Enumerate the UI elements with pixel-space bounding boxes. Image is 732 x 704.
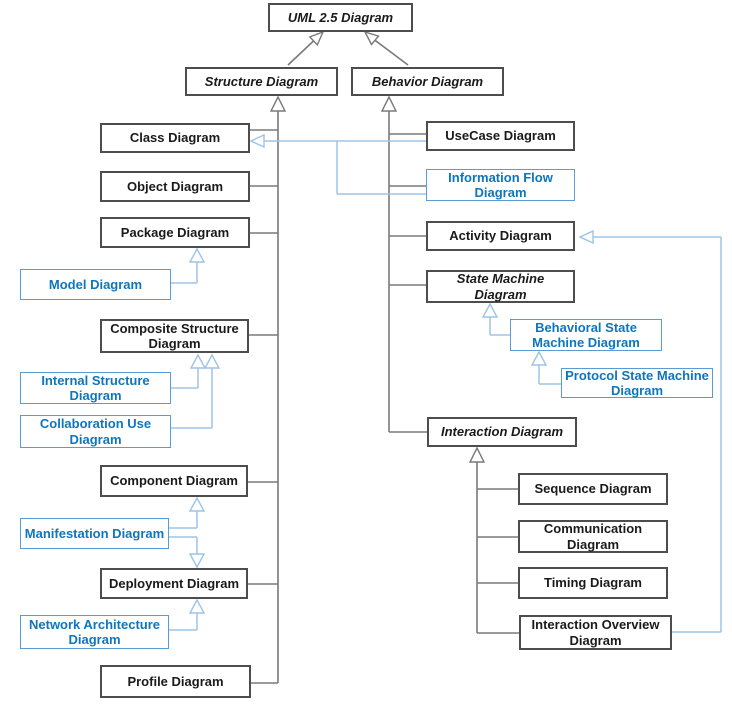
edge-structure-children-trunk bbox=[248, 95, 287, 684]
edge-network-to-deployment bbox=[169, 598, 206, 631]
node-interaction-overview-diagram: Interaction Overview Diagram bbox=[519, 615, 672, 650]
node-sequence-diagram: Sequence Diagram bbox=[518, 473, 668, 505]
node-state-machine-diagram: State Machine Diagram bbox=[426, 270, 575, 303]
node-interaction-diagram: Interaction Diagram bbox=[427, 417, 577, 447]
node-package-diagram: Package Diagram bbox=[100, 217, 250, 248]
edge-manifestation-to-deployment bbox=[169, 536, 206, 569]
node-network-architecture-diagram: Network Architecture Diagram bbox=[20, 615, 169, 649]
edge-internal-to-composite bbox=[171, 353, 207, 389]
node-model-diagram: Model Diagram bbox=[20, 269, 171, 300]
node-manifestation-diagram: Manifestation Diagram bbox=[20, 518, 169, 549]
node-protocol-state-machine-diagram: Protocol State Machine Diagram bbox=[561, 368, 713, 398]
edge-collaboration-to-composite bbox=[171, 353, 221, 429]
node-activity-diagram: Activity Diagram bbox=[426, 221, 575, 251]
edge-behavior-to-root bbox=[363, 30, 409, 66]
node-composite-structure-diagram: Composite Structure Diagram bbox=[100, 319, 249, 353]
node-behavior-diagram: Behavior Diagram bbox=[351, 67, 504, 96]
edge-usecase-infoflow-to-class bbox=[249, 133, 426, 195]
node-communication-diagram: Communication Diagram bbox=[518, 520, 668, 553]
edge-behavior-children-trunk bbox=[380, 95, 427, 433]
node-behavioral-state-machine-diagram: Behavioral State Machine Diagram bbox=[510, 319, 662, 351]
edge-manifestation-to-component bbox=[169, 496, 206, 529]
node-internal-structure-diagram: Internal Structure Diagram bbox=[20, 372, 171, 404]
node-timing-diagram: Timing Diagram bbox=[518, 567, 668, 599]
edge-interaction-children-trunk bbox=[468, 446, 519, 634]
edge-model-to-package bbox=[171, 247, 206, 284]
node-collaboration-use-diagram: Collaboration Use Diagram bbox=[20, 415, 171, 448]
node-structure-diagram: Structure Diagram bbox=[185, 67, 338, 96]
node-information-flow-diagram: Information Flow Diagram bbox=[426, 169, 575, 201]
edge-behavioralsm-to-statemachine bbox=[481, 302, 510, 336]
edge-structure-to-root bbox=[287, 30, 325, 66]
edge-protocolsm-to-behavioralsm bbox=[530, 350, 561, 385]
node-class-diagram: Class Diagram bbox=[100, 123, 250, 153]
node-object-diagram: Object Diagram bbox=[100, 171, 250, 202]
node-usecase-diagram: UseCase Diagram bbox=[426, 121, 575, 151]
node-profile-diagram: Profile Diagram bbox=[100, 665, 251, 698]
node-uml-root: UML 2.5 Diagram bbox=[268, 3, 413, 32]
node-component-diagram: Component Diagram bbox=[100, 465, 248, 497]
node-deployment-diagram: Deployment Diagram bbox=[100, 568, 248, 599]
edge-overview-to-activity bbox=[578, 229, 722, 633]
